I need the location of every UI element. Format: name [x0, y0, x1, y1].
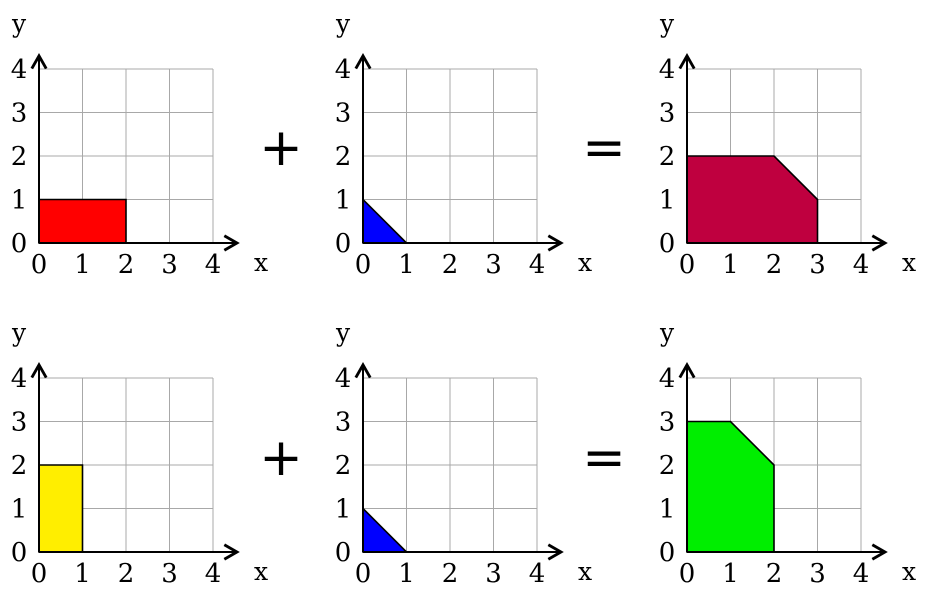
x-tick-label: 4 [529, 559, 546, 589]
y-tick-label: 4 [659, 364, 676, 394]
x-axis-label: x [254, 557, 268, 586]
x-tick-label: 2 [766, 250, 783, 280]
equals-sign: = [582, 428, 626, 488]
y-tick-label: 3 [335, 408, 352, 438]
x-tick-label: 1 [398, 250, 415, 280]
y-tick-label: 1 [335, 495, 352, 525]
x-tick-label: 2 [442, 559, 459, 589]
y-axis-label: y [335, 318, 351, 347]
plus-sign: + [259, 428, 303, 488]
y-tick-label: 0 [659, 538, 676, 568]
x-tick-label: 4 [205, 250, 222, 280]
x-tick-label: 1 [398, 559, 415, 589]
x-tick-label: 0 [355, 559, 372, 589]
x-tick-label: 2 [766, 559, 783, 589]
x-axis-label: x [254, 248, 268, 277]
y-tick-label: 2 [335, 142, 352, 172]
y-tick-label: 2 [11, 142, 28, 172]
equals-sign: = [582, 118, 626, 178]
x-tick-label: 3 [161, 250, 178, 280]
x-tick-label: 4 [205, 559, 222, 589]
yellow-rectangle-shape [38, 464, 84, 553]
y-tick-label: 4 [11, 55, 28, 85]
x-tick-label: 1 [74, 250, 91, 280]
x-tick-label: 0 [31, 250, 48, 280]
y-tick-label: 1 [659, 186, 676, 216]
y-tick-label: 4 [335, 55, 352, 85]
y-tick-label: 0 [659, 229, 676, 259]
y-tick-label: 3 [11, 99, 28, 129]
crimson-sum-shape [686, 155, 819, 244]
y-tick-label: 3 [659, 408, 676, 438]
y-tick-label: 0 [335, 538, 352, 568]
x-axis-label: x [578, 557, 592, 586]
y-tick-label: 1 [335, 186, 352, 216]
x-tick-label: 3 [485, 559, 502, 589]
blue-triangle-shape [362, 506, 409, 553]
x-tick-label: 1 [74, 559, 91, 589]
y-tick-label: 2 [659, 451, 676, 481]
y-axis-label: y [659, 9, 675, 38]
y-tick-label: 2 [11, 451, 28, 481]
x-tick-label: 2 [118, 250, 135, 280]
y-tick-label: 4 [11, 364, 28, 394]
y-axis-label: y [11, 318, 27, 347]
x-tick-label: 0 [679, 559, 696, 589]
plus-sign: + [259, 118, 303, 178]
x-tick-label: 1 [722, 559, 739, 589]
x-axis-label: x [902, 557, 916, 586]
y-tick-label: 2 [335, 451, 352, 481]
y-tick-label: 1 [11, 186, 28, 216]
x-tick-label: 3 [485, 250, 502, 280]
x-tick-label: 2 [118, 559, 135, 589]
y-tick-label: 4 [335, 364, 352, 394]
x-axis-label: x [902, 248, 916, 277]
x-tick-label: 4 [853, 250, 870, 280]
y-tick-label: 3 [11, 408, 28, 438]
x-tick-label: 2 [442, 250, 459, 280]
y-axis-label: y [335, 9, 351, 38]
x-tick-label: 1 [722, 250, 739, 280]
x-tick-label: 4 [853, 559, 870, 589]
y-tick-label: 0 [335, 229, 352, 259]
y-tick-label: 0 [11, 538, 28, 568]
y-axis-label: y [659, 318, 675, 347]
y-tick-label: 3 [335, 99, 352, 129]
x-tick-label: 3 [809, 250, 826, 280]
y-tick-label: 4 [659, 55, 676, 85]
x-tick-label: 0 [31, 559, 48, 589]
x-tick-label: 3 [161, 559, 178, 589]
red-rectangle-shape [38, 198, 127, 244]
x-tick-label: 3 [809, 559, 826, 589]
x-axis-label: x [578, 248, 592, 277]
y-tick-label: 0 [11, 229, 28, 259]
green-sum-shape [686, 420, 775, 553]
y-tick-label: 1 [659, 495, 676, 525]
x-tick-label: 4 [529, 250, 546, 280]
y-axis-label: y [11, 9, 27, 38]
y-tick-label: 3 [659, 99, 676, 129]
x-tick-label: 0 [355, 250, 372, 280]
x-tick-label: 0 [679, 250, 696, 280]
blue-triangle-shape [362, 197, 409, 244]
y-tick-label: 1 [11, 495, 28, 525]
y-tick-label: 2 [659, 142, 676, 172]
